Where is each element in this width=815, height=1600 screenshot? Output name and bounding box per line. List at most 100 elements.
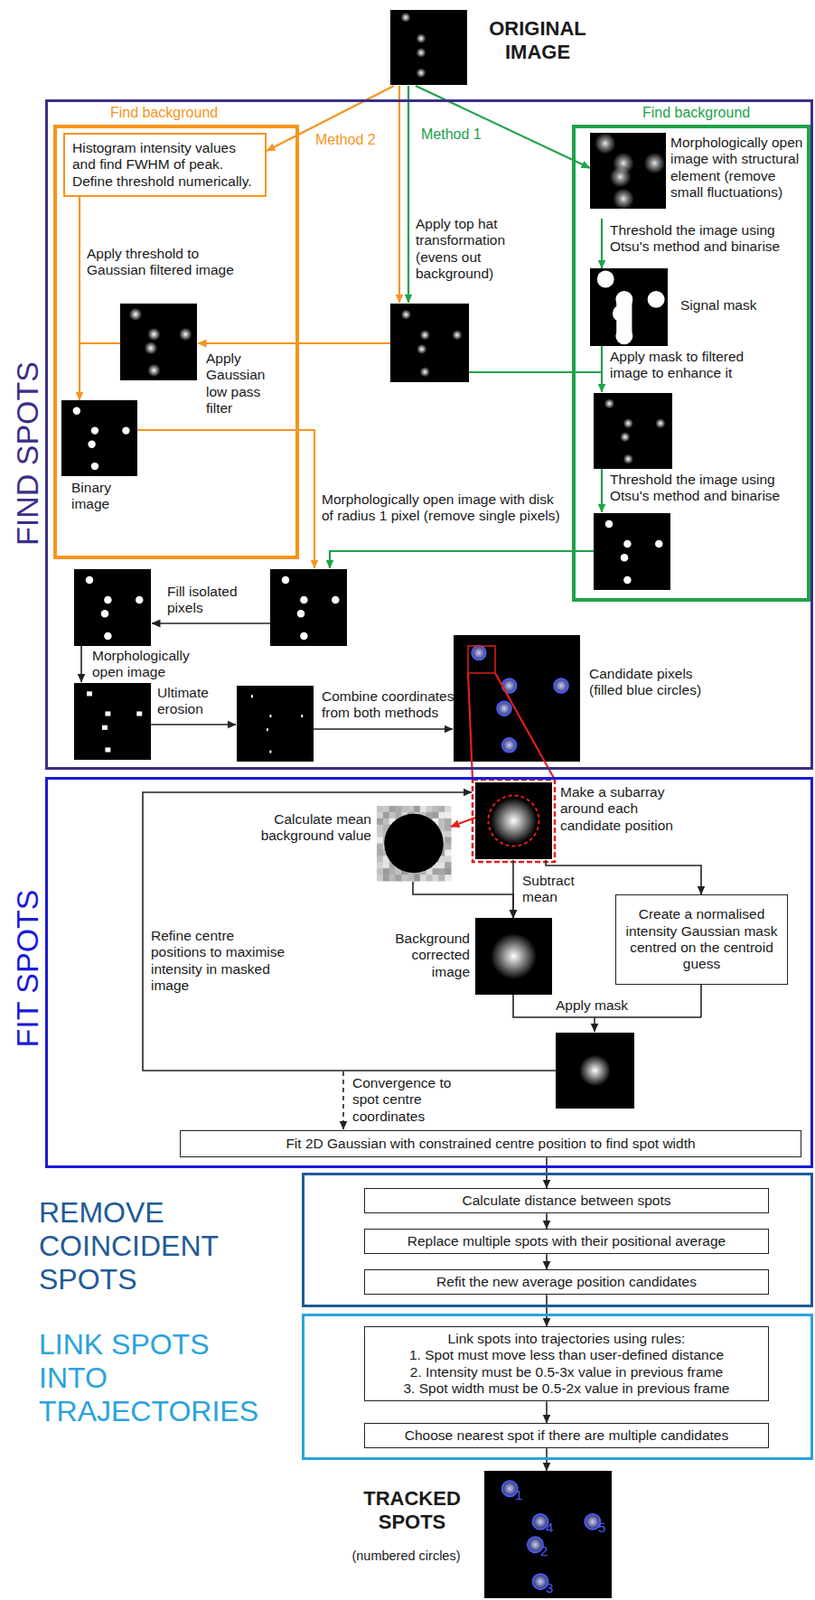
spot	[420, 366, 431, 377]
spot	[401, 309, 412, 320]
flow-arrow	[342, 1071, 345, 1130]
noise-cell	[432, 805, 440, 813]
connector-label: Apply threshold to Gaussian filtered ima…	[86, 245, 250, 280]
connector	[545, 1254, 548, 1270]
binary-dot	[87, 440, 95, 449]
image-ground	[390, 303, 469, 383]
callout-number: 4	[545, 1519, 553, 1537]
noise-cell	[438, 874, 445, 881]
text-slot: FIND SPOTS	[11, 361, 43, 546]
flow-arrow	[700, 984, 703, 1018]
blob	[609, 166, 632, 188]
tracked-image	[484, 1470, 612, 1599]
eroded-point	[300, 714, 303, 718]
box-text: Histogram intensity values and find FWHM…	[72, 140, 258, 190]
text-slot: Find background	[642, 104, 769, 122]
box-text: Calculate distance between spots	[368, 1192, 765, 1209]
image-ground	[590, 132, 666, 209]
box-text: 2. Intensity must be 0.5-3x value in pre…	[368, 1364, 765, 1381]
text-slot: LINK SPOTS INTO TRAJECTORIES	[38, 1328, 279, 1428]
spot	[451, 329, 462, 340]
image-ground	[593, 393, 673, 469]
open-image	[590, 132, 666, 210]
flow-arrow	[329, 551, 594, 569]
noise-cell	[389, 868, 396, 875]
noise-cell	[420, 874, 427, 881]
candidate-ring	[502, 738, 516, 752]
method-panel: Find backgroundHistogram intensity value…	[53, 124, 300, 560]
bin-image	[74, 569, 151, 647]
noise-cell	[426, 874, 433, 881]
spot	[623, 453, 634, 464]
panel-title: Find background	[642, 104, 769, 122]
noise-cell	[438, 812, 445, 819]
noise-cell	[444, 837, 451, 844]
flow-arrow	[600, 468, 603, 513]
binary-dot	[623, 540, 632, 549]
binary-dot	[85, 576, 94, 585]
flow-arrow	[398, 85, 401, 303]
text-slot: Fill isolated pixels	[167, 583, 265, 618]
candidate-ring	[584, 1514, 600, 1530]
box-text: 3. Spot width must be 0.5-2x value in pr…	[368, 1380, 765, 1397]
text-slot: 4	[545, 1519, 553, 1537]
text-slot: Signal mask	[680, 297, 767, 314]
text-slot: Make a subarray around each candidate po…	[560, 784, 687, 834]
connector-label: Method 2	[315, 131, 388, 150]
binary-dot	[103, 596, 113, 605]
link-spots-panel: LINK SPOTS INTO TRAJECTORIESLink spots i…	[301, 1313, 814, 1461]
flow-arrow	[468, 371, 602, 374]
soft-image	[390, 303, 469, 383]
binary-dot	[623, 576, 632, 585]
text-slot: Apply threshold to Gaussian filtered ima…	[86, 245, 250, 280]
candidate-ring	[553, 678, 568, 693]
spot	[552, 677, 570, 694]
candidate-ring	[471, 646, 486, 660]
mask-blob	[615, 327, 633, 345]
spot	[496, 700, 513, 717]
eroded-point	[251, 694, 253, 698]
text-slot: Convergence to spot centre coordinates	[352, 1075, 461, 1125]
connector	[545, 1213, 548, 1229]
text-slot: Ultimate erosion	[157, 684, 230, 719]
step-label: Apply top hat transformation (evens out …	[415, 215, 525, 282]
candidate-image: Candidate pixels (filled blue circles)	[453, 635, 743, 762]
soft-image	[593, 393, 673, 469]
noise-cell	[376, 837, 384, 844]
blob	[594, 132, 617, 155]
opened-image: Morphologically open image with structur…	[590, 132, 807, 219]
dot-image	[236, 685, 314, 762]
text-slot: Morphologically open image with structur…	[670, 134, 806, 201]
text-slot: Method 2	[315, 131, 388, 150]
small-image	[555, 1032, 635, 1109]
image-ground	[236, 685, 314, 762]
flow-arrow	[513, 994, 702, 1018]
noise-cell	[383, 818, 390, 825]
image-caption: ORIGINAL IMAGE	[477, 17, 599, 65]
spot	[129, 308, 142, 321]
text-slot: Threshold the image using Otsu's method …	[609, 471, 805, 506]
flow-arrow	[79, 342, 121, 345]
text-slot: FIT SPOTS	[11, 889, 43, 1048]
noise-cell	[444, 874, 451, 881]
binary-image: Binary image	[61, 400, 138, 514]
blur-image	[120, 303, 197, 381]
mask-blob	[612, 304, 630, 322]
box-text: Fit 2D Gaussian with constrained centre …	[185, 1135, 797, 1153]
noise-cell	[444, 849, 451, 856]
binary-dot	[91, 462, 99, 470]
flow-arrow	[593, 1017, 596, 1032]
binary-dot	[331, 596, 340, 605]
text-slot: 2	[540, 1543, 548, 1560]
section-title: LINK SPOTS INTO TRAJECTORIES	[38, 1328, 279, 1428]
image-caption: Signal mask	[680, 297, 767, 314]
text-slot: Apply Gaussian low pass filter	[206, 350, 282, 417]
image-ground	[390, 9, 468, 85]
spot	[623, 418, 634, 429]
noise-cell	[376, 843, 384, 851]
image-ground	[376, 805, 451, 881]
binary-square	[86, 691, 93, 696]
spot	[415, 67, 426, 78]
sq-image	[74, 683, 151, 760]
binary-dot	[655, 540, 664, 549]
